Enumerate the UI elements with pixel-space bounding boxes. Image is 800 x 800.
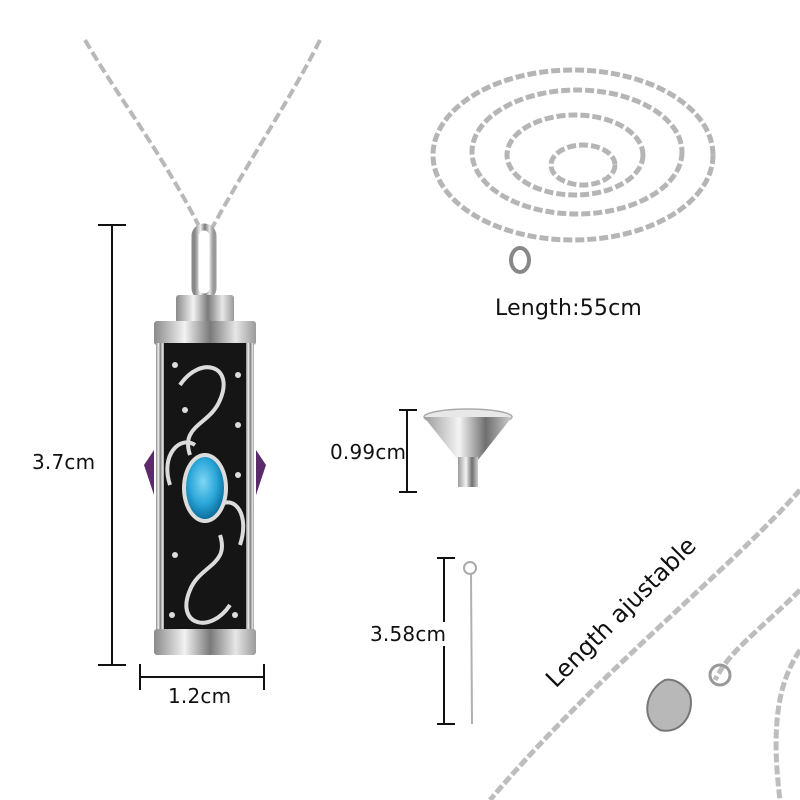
funnel-height-line: [406, 410, 408, 492]
fill-pin: [463, 561, 477, 725]
pendant: [140, 223, 270, 665]
pendant-height-label: 3.7cm: [32, 450, 96, 474]
pin-length-label: 3.58cm: [370, 622, 447, 646]
funnel-height-cap-bottom: [399, 491, 417, 493]
pendant-width-label: 1.2cm: [168, 684, 232, 708]
funnel-height-cap-top: [399, 409, 417, 411]
pendant-width-cap-right: [263, 664, 265, 690]
pendant-width-cap-left: [139, 664, 141, 690]
funnel: [423, 408, 513, 487]
pendant-height-line: [111, 225, 113, 665]
funnel-height-label: 0.99cm: [330, 440, 407, 464]
pendant-width-line: [140, 676, 264, 678]
chain-length-value: 55cm: [579, 296, 643, 321]
chain-length-label: Length:55cm: [495, 296, 642, 321]
chain-length-prefix: Length:: [495, 296, 580, 321]
pendant-height-cap-top: [98, 224, 126, 226]
pin-length-cap-bottom: [437, 723, 455, 725]
extender-chain: [488, 488, 800, 800]
pendant-height-cap-bottom: [98, 664, 126, 666]
pin-length-cap-top: [437, 557, 455, 559]
coiled-chain: [430, 67, 716, 274]
